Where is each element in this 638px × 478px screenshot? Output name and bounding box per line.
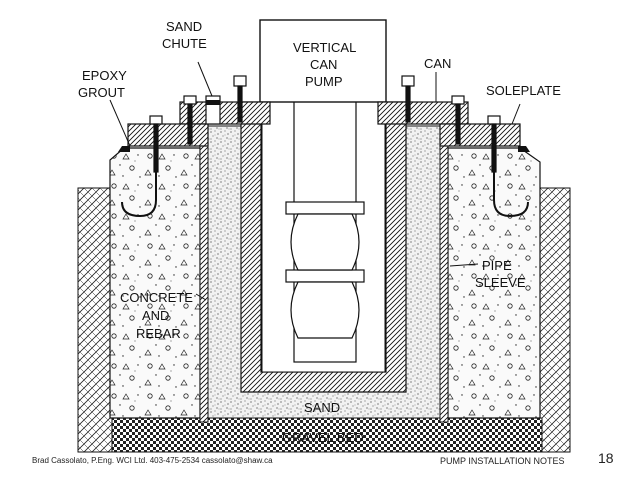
- label-epoxy-grout-2: GROUT: [78, 85, 125, 100]
- anchor-bolts: [149, 75, 501, 173]
- label-pipe-sleeve-1: PIPE: [482, 258, 512, 273]
- label-sand-chute-2: CHUTE: [162, 36, 207, 51]
- label-vertical-can-pump-1: VERTICAL: [293, 40, 356, 55]
- label-vertical-can-pump-2: CAN: [310, 57, 337, 72]
- label-gravel-bed: GRAVEL BED: [282, 430, 364, 445]
- gravel-bed: [111, 417, 543, 453]
- label-concrete-2: AND: [142, 308, 169, 323]
- footer-title: PUMP INSTALLATION NOTES: [440, 456, 565, 466]
- pump-column: [285, 99, 365, 363]
- rebar-hooks: [121, 172, 529, 218]
- label-can: CAN: [424, 56, 451, 71]
- label-soleplate: SOLEPLATE: [486, 83, 561, 98]
- label-sand-chute-1: SAND: [166, 19, 202, 34]
- epoxy-grout: [118, 146, 530, 152]
- sand-chute: [205, 95, 221, 125]
- leader-lines: [109, 61, 521, 301]
- label-epoxy-grout-1: EPOXY: [82, 68, 127, 83]
- label-pipe-sleeve-2: SLEEVE: [475, 275, 526, 290]
- page-number: 18: [598, 450, 614, 466]
- label-concrete-1: CONCRETE: [120, 290, 193, 305]
- pump-head: [259, 19, 387, 103]
- label-concrete-3: REBAR: [136, 326, 181, 341]
- label-vertical-can-pump-3: PUMP: [305, 74, 343, 89]
- label-sand: SAND: [304, 400, 340, 415]
- footer-author: Brad Cassolato, P.Eng. WCI Ltd. 403-475-…: [32, 456, 273, 465]
